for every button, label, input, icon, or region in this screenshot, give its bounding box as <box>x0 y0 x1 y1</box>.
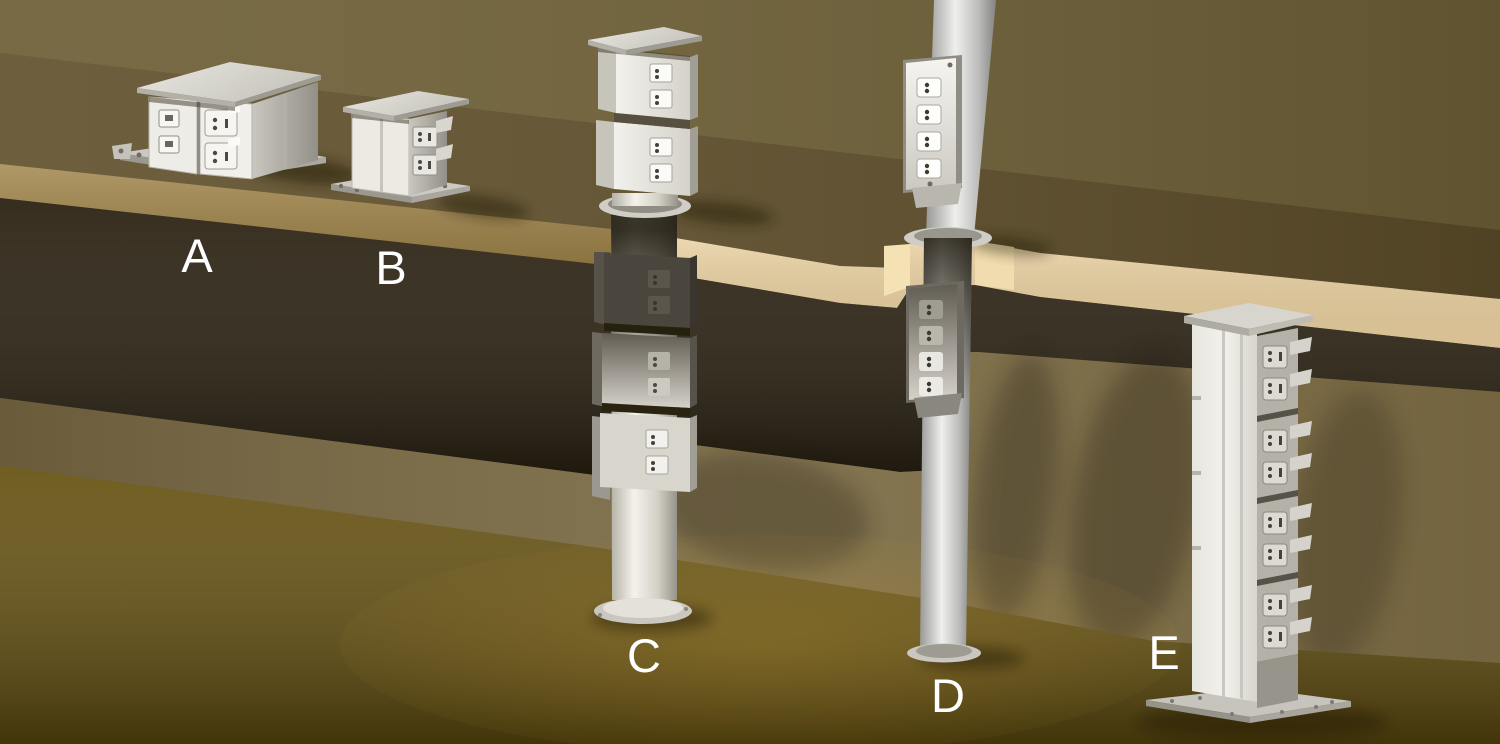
cut-notch-highlight-left <box>884 244 910 296</box>
floor-base-plate <box>1146 688 1351 717</box>
power-outlet <box>1262 345 1288 369</box>
unit-b-popup-outlet-box <box>331 91 470 203</box>
power-outlet <box>916 158 942 179</box>
label-d: D <box>931 669 965 722</box>
unit-e-floor-column <box>1146 303 1351 723</box>
power-outlet <box>1262 543 1288 567</box>
unit-c-counter-shadow <box>670 200 774 226</box>
column-e-wall-shadow-left <box>1068 351 1202 649</box>
top-lid <box>588 27 702 50</box>
power-outlet <box>648 352 670 370</box>
top-lid <box>137 62 321 102</box>
segment-notch <box>1192 546 1201 550</box>
power-outlet <box>645 429 669 449</box>
power-outlet <box>1262 511 1288 535</box>
power-outlet <box>649 63 673 83</box>
screw-hole <box>1230 712 1234 716</box>
segment-notch <box>1192 471 1201 475</box>
screw-hole <box>1280 710 1284 714</box>
power-outlet <box>1262 593 1288 617</box>
screw-hole <box>1330 700 1334 704</box>
screw-hole <box>136 152 142 158</box>
socket-module-lit <box>600 413 690 492</box>
screw-hole <box>927 181 933 187</box>
outlet-latch <box>228 137 240 147</box>
power-outlet <box>919 300 943 319</box>
socket-module <box>1257 328 1298 416</box>
screw-hole <box>684 607 688 611</box>
power-outlet <box>204 109 238 137</box>
label-a: A <box>181 229 213 282</box>
outlet-flip-cover <box>1290 535 1312 553</box>
label-c: C <box>627 629 661 682</box>
rear-module-edge <box>596 120 614 189</box>
screw-hole <box>598 613 602 617</box>
top-cap <box>1184 303 1313 329</box>
power-outlet <box>645 455 669 475</box>
screw-hole <box>118 148 124 154</box>
socket-module-halflit <box>602 333 690 408</box>
segment-notch <box>1192 396 1201 400</box>
outlet-flip-cover <box>1290 337 1312 355</box>
screw-hole <box>947 62 953 68</box>
column-lower-side <box>1257 654 1298 708</box>
screw-hole <box>338 183 344 189</box>
socket-module-upper <box>616 50 690 120</box>
power-outlet <box>1262 429 1288 453</box>
outlet-flip-cover <box>436 144 453 161</box>
power-outlet <box>412 154 438 176</box>
top-lid <box>343 91 469 116</box>
power-outlet <box>916 77 942 98</box>
power-outlet <box>649 163 673 183</box>
screw-hole <box>1170 699 1174 703</box>
power-outlet <box>916 131 942 152</box>
power-outlet <box>919 352 943 371</box>
variant-labels: A B C D E <box>181 229 1179 722</box>
outlet-flip-cover <box>1290 585 1312 603</box>
label-b: B <box>375 241 406 294</box>
socket-module-upper <box>614 122 690 196</box>
socket-module-shadowed <box>604 253 690 328</box>
power-outlet <box>648 270 670 288</box>
outlet-flip-cover <box>1290 421 1312 439</box>
outlet-flip-cover <box>1290 369 1312 387</box>
power-outlet <box>412 126 438 148</box>
screw-hole <box>1314 705 1318 709</box>
outlet-flip-cover <box>436 116 453 133</box>
screw-hole <box>1198 696 1202 700</box>
power-outlet <box>1262 461 1288 485</box>
power-outlet <box>648 378 670 396</box>
power-outlet <box>919 326 943 345</box>
outlet-flip-cover <box>1290 617 1312 635</box>
unit-a-popup-outlet-box <box>112 62 326 180</box>
unit-c-pullout-column <box>588 27 702 624</box>
power-outlet <box>649 137 673 157</box>
unit-b-counter-shadow <box>437 194 529 220</box>
power-outlet <box>204 142 238 170</box>
strip-mount-bracket <box>912 183 962 208</box>
power-outlet <box>919 377 943 396</box>
column-e-wall-shadow-right <box>1287 391 1403 669</box>
rear-module-edge <box>598 47 616 113</box>
strip-mount-bracket <box>914 393 962 418</box>
power-outlet <box>916 104 942 125</box>
floor-light-patch <box>340 535 1180 744</box>
outlet-flip-cover <box>1290 453 1312 471</box>
unit-d-pole-column <box>903 0 996 663</box>
outlet-flip-cover <box>1290 503 1312 521</box>
power-outlet <box>1262 625 1288 649</box>
label-e: E <box>1148 626 1179 679</box>
power-outlet <box>648 296 670 314</box>
power-outlet <box>649 89 673 109</box>
power-outlet <box>1262 377 1288 401</box>
